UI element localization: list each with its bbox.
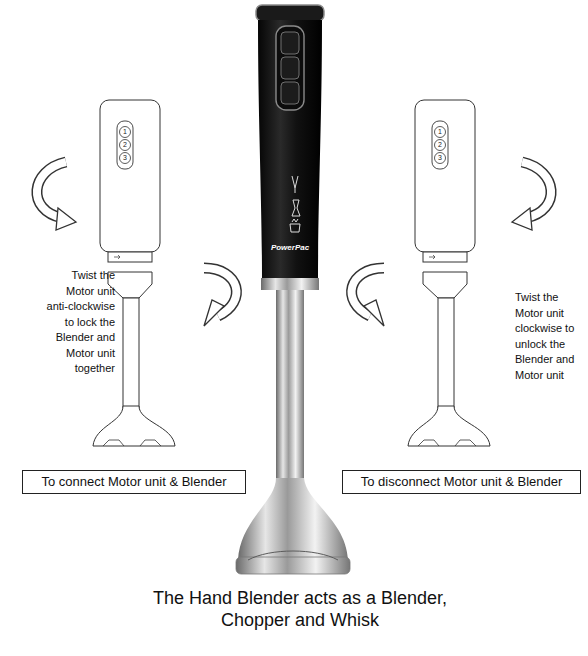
button-number: 2 — [119, 140, 131, 150]
button-number: 1 — [119, 127, 131, 137]
instruction-note: Twist the Motor unit clockwise to unlock… — [515, 290, 584, 383]
instruction-box: To disconnect Motor unit & Blender — [342, 470, 581, 494]
button-number: 1 — [434, 127, 446, 137]
button-number: 3 — [119, 153, 131, 163]
instruction-note: Twist the Motor unit anti-clockwise to l… — [45, 268, 115, 377]
instruction-box: To connect Motor unit & Blender — [22, 470, 246, 494]
box-label: To disconnect Motor unit & Blender — [361, 474, 563, 489]
hand-blender-photo — [236, 5, 350, 574]
button-number: 3 — [434, 153, 446, 163]
caption: The Hand Blender acts as a Blender, Chop… — [150, 587, 450, 631]
box-label: To connect Motor unit & Blender — [42, 474, 227, 489]
brand-logo: PowerPac — [264, 243, 316, 253]
blender-outline — [408, 100, 490, 446]
button-number: 2 — [434, 140, 446, 150]
